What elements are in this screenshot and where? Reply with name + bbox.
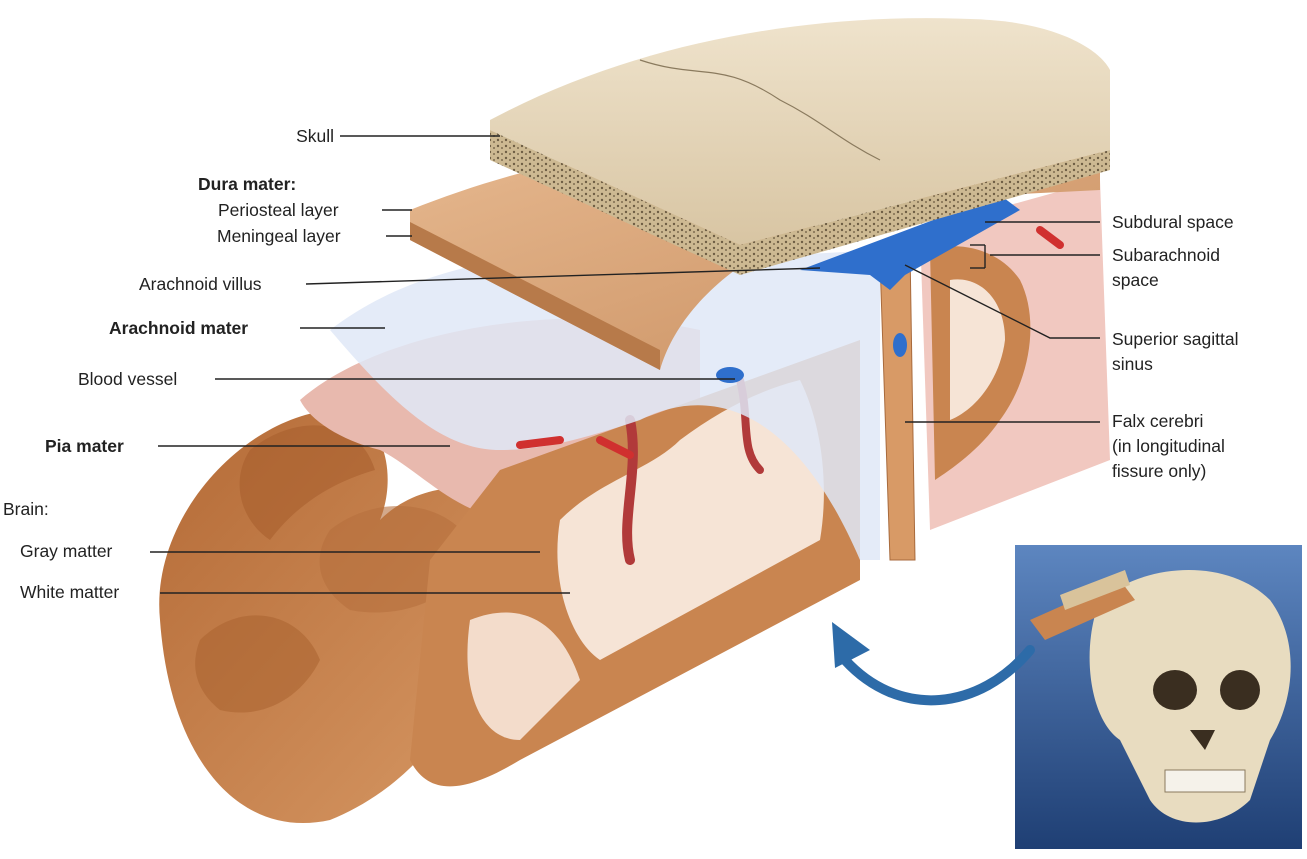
label-brain: Brain: <box>3 499 49 519</box>
pointer-arrow <box>840 645 1035 706</box>
label-meningeal-layer: Meningeal layer <box>217 226 341 246</box>
label-gray-matter: Gray matter <box>20 541 113 561</box>
label-subarachnoid-line2: space <box>1112 270 1159 290</box>
label-skull: Skull <box>296 126 334 146</box>
label-arachnoid-villus: Arachnoid villus <box>139 274 262 294</box>
label-falx-line1: Falx cerebri <box>1112 411 1204 431</box>
label-falx-line3: fissure only) <box>1112 461 1207 481</box>
label-blood-vessel: Blood vessel <box>78 369 178 389</box>
arrow-head-icon <box>832 622 870 668</box>
label-falx-line2: (in longitudinal <box>1112 436 1225 456</box>
label-arachnoid-mater: Arachnoid mater <box>109 318 249 338</box>
label-subdural-space: Subdural space <box>1112 212 1234 232</box>
falx-cerebri <box>879 249 916 561</box>
leader-lines <box>150 135 1100 594</box>
label-white-matter: White matter <box>20 582 120 602</box>
superior-sagittal-sinus <box>800 195 1020 290</box>
label-superior-sagittal-line2: sinus <box>1112 354 1153 374</box>
skull-slab <box>490 18 1110 275</box>
label-dura-mater: Dura mater: <box>198 174 297 194</box>
arachnoid-sheet <box>330 250 880 560</box>
blood-vessels <box>516 226 1064 459</box>
inset-skull <box>1015 545 1302 849</box>
label-pia-mater: Pia mater <box>45 436 124 456</box>
label-superior-sagittal-line1: Superior sagittal <box>1112 329 1239 349</box>
label-subarachnoid-line1: Subarachnoid <box>1112 245 1220 265</box>
label-periosteal-layer: Periosteal layer <box>218 200 339 220</box>
